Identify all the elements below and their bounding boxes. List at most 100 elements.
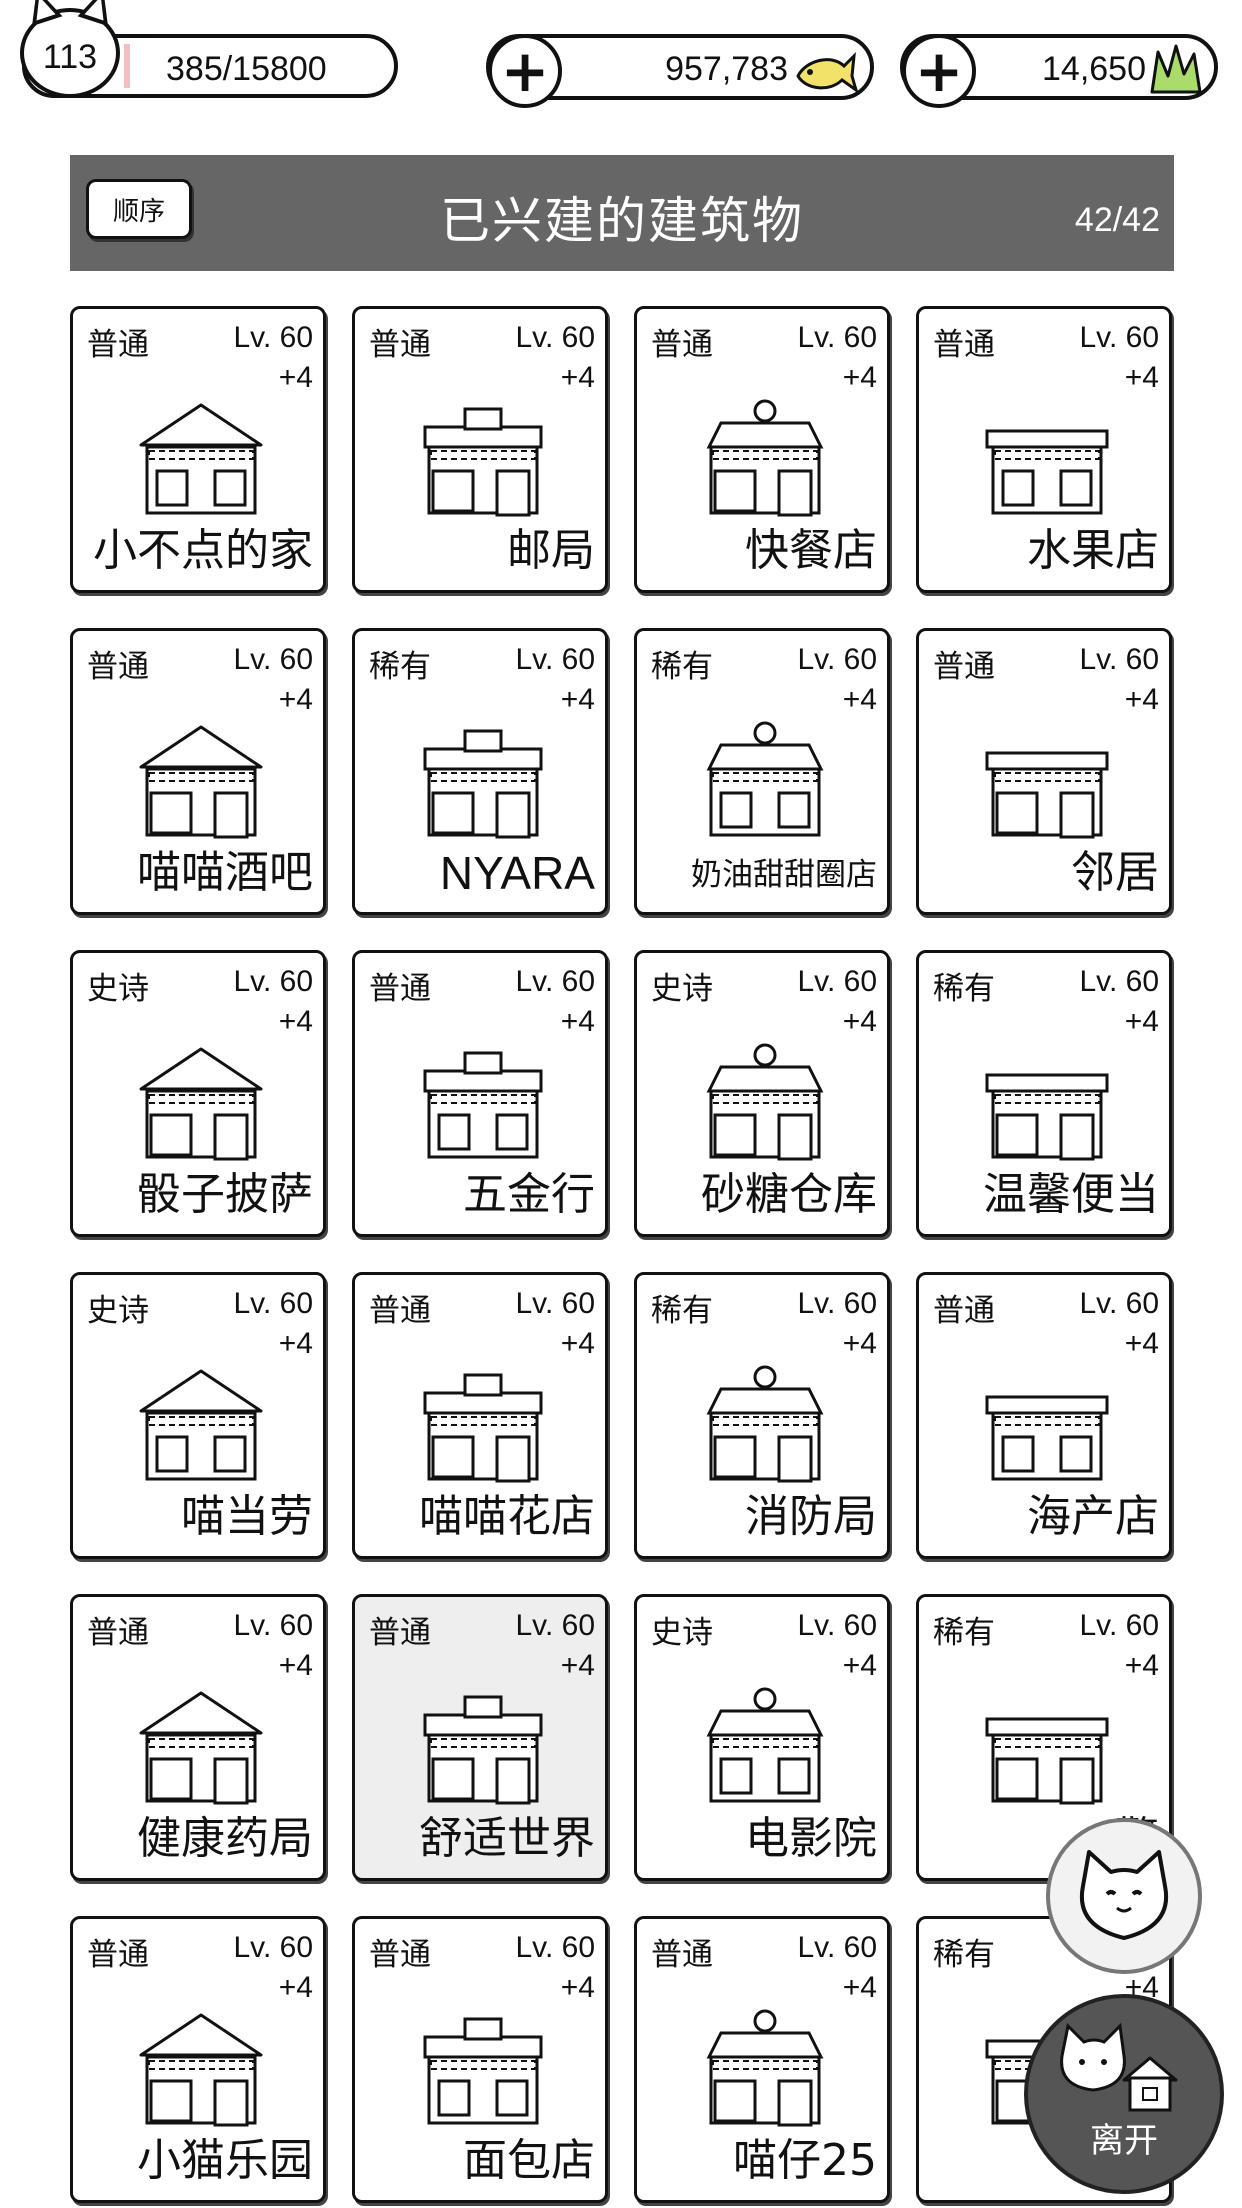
level-label: Lv. 60 [515, 1609, 596, 1642]
level-label: Lv. 60 [797, 1931, 878, 1964]
fish-icon [796, 51, 858, 94]
level-badge[interactable]: 113 [20, 0, 120, 98]
rarity-label: 稀有 [651, 1293, 713, 1329]
building-name: 邮局 [507, 525, 595, 576]
cat-home-icon [1060, 2022, 1178, 2112]
rarity-label: 史诗 [651, 1615, 713, 1651]
building-name: 喵仔25 [733, 2135, 877, 2186]
bonus-label: +4 [560, 361, 595, 394]
convenience-store-icon [685, 1997, 845, 2127]
cat-menu-button[interactable] [1046, 1818, 1202, 1974]
bonus-label: +4 [842, 1649, 877, 1682]
level-label: Lv. 60 [233, 1931, 314, 1964]
building-name: 小不点的家 [93, 525, 313, 576]
leave-label: 离开 [1090, 2121, 1158, 2161]
level-label: Lv. 60 [515, 1931, 596, 1964]
sort-button[interactable]: 顺序 [86, 179, 192, 239]
rarity-label: 普通 [933, 649, 995, 685]
rarity-label: 稀有 [651, 649, 713, 685]
donut-shop-icon [685, 709, 845, 839]
rarity-label: 普通 [87, 1937, 149, 1973]
rarity-label: 史诗 [87, 971, 149, 1007]
building-name: 海产店 [1027, 1491, 1159, 1542]
leave-button[interactable]: 离开 [1024, 1994, 1224, 2194]
rarity-label: 稀有 [369, 649, 431, 685]
level-label: Lv. 60 [797, 1609, 878, 1642]
bonus-label: +4 [842, 683, 877, 716]
warehouse-icon [685, 1031, 845, 1161]
rarity-label: 普通 [651, 1937, 713, 1973]
buildings-header: 顺序 已兴建的建筑物 42/42 [70, 155, 1174, 271]
rarity-label: 稀有 [933, 1615, 995, 1651]
building-card[interactable]: 普通 Lv. 60 +4 邻居 [916, 628, 1172, 915]
building-card[interactable]: 史诗 Lv. 60 +4 骰子披萨 [70, 950, 326, 1237]
bonus-label: +4 [842, 1005, 877, 1038]
level-label: Lv. 60 [233, 321, 314, 354]
rarity-label: 稀有 [933, 971, 995, 1007]
rarity-label: 普通 [369, 971, 431, 1007]
level-label: Lv. 60 [233, 965, 314, 998]
building-name: 骰子披萨 [137, 1169, 313, 1220]
hardware-store-icon [403, 1031, 563, 1161]
flower-shop-icon [403, 1353, 563, 1483]
fish-currency: + 957,783 [486, 34, 874, 108]
rarity-label: 史诗 [651, 971, 713, 1007]
add-grass-button[interactable]: + [902, 34, 976, 108]
grass-currency: + 14,650 [900, 34, 1218, 108]
building-name: 奶油甜甜圈店 [691, 857, 877, 893]
building-name: 五金行 [463, 1169, 595, 1220]
bonus-label: +4 [278, 1971, 313, 2004]
neighbor-house-icon [967, 709, 1127, 839]
bonus-label: +4 [278, 683, 313, 716]
building-card[interactable]: 普通 Lv. 60 +4 水果店 [916, 306, 1172, 593]
cinema-icon [685, 1675, 845, 1805]
rarity-label: 普通 [87, 1615, 149, 1651]
rarity-label: 普通 [933, 327, 995, 363]
building-name: 喵喵花店 [419, 1491, 595, 1542]
rarity-label: 普通 [651, 327, 713, 363]
building-card[interactable]: 普通 Lv. 60 +4 喵仔25 [634, 1916, 890, 2203]
level-label: Lv. 60 [1079, 643, 1160, 676]
rarity-label: 普通 [369, 1937, 431, 1973]
level-label: Lv. 60 [233, 643, 314, 676]
level-label: Lv. 60 [233, 1609, 314, 1642]
pharmacy-icon [121, 1675, 281, 1805]
building-name: 邻居 [1071, 847, 1159, 898]
building-name: 喵当劳 [181, 1491, 313, 1542]
level-label: Lv. 60 [515, 643, 596, 676]
building-name: 温馨便当 [983, 1169, 1159, 1220]
bonus-label: +4 [842, 1327, 877, 1360]
bonus-label: +4 [1124, 683, 1159, 716]
level-label: Lv. 60 [797, 965, 878, 998]
add-fish-button[interactable]: + [488, 34, 562, 108]
police-station-icon [967, 1675, 1127, 1805]
building-name: 健康药局 [137, 1813, 313, 1864]
bonus-label: +4 [1124, 361, 1159, 394]
bonus-label: +4 [560, 1649, 595, 1682]
bonus-label: +4 [560, 1327, 595, 1360]
building-name: 水果店 [1027, 525, 1159, 576]
bonus-label: +4 [278, 1005, 313, 1038]
bonus-label: +4 [842, 1971, 877, 2004]
burger-shop-icon [121, 1353, 281, 1483]
building-name: 舒适世界 [419, 1813, 595, 1864]
level-label: Lv. 60 [1079, 321, 1160, 354]
